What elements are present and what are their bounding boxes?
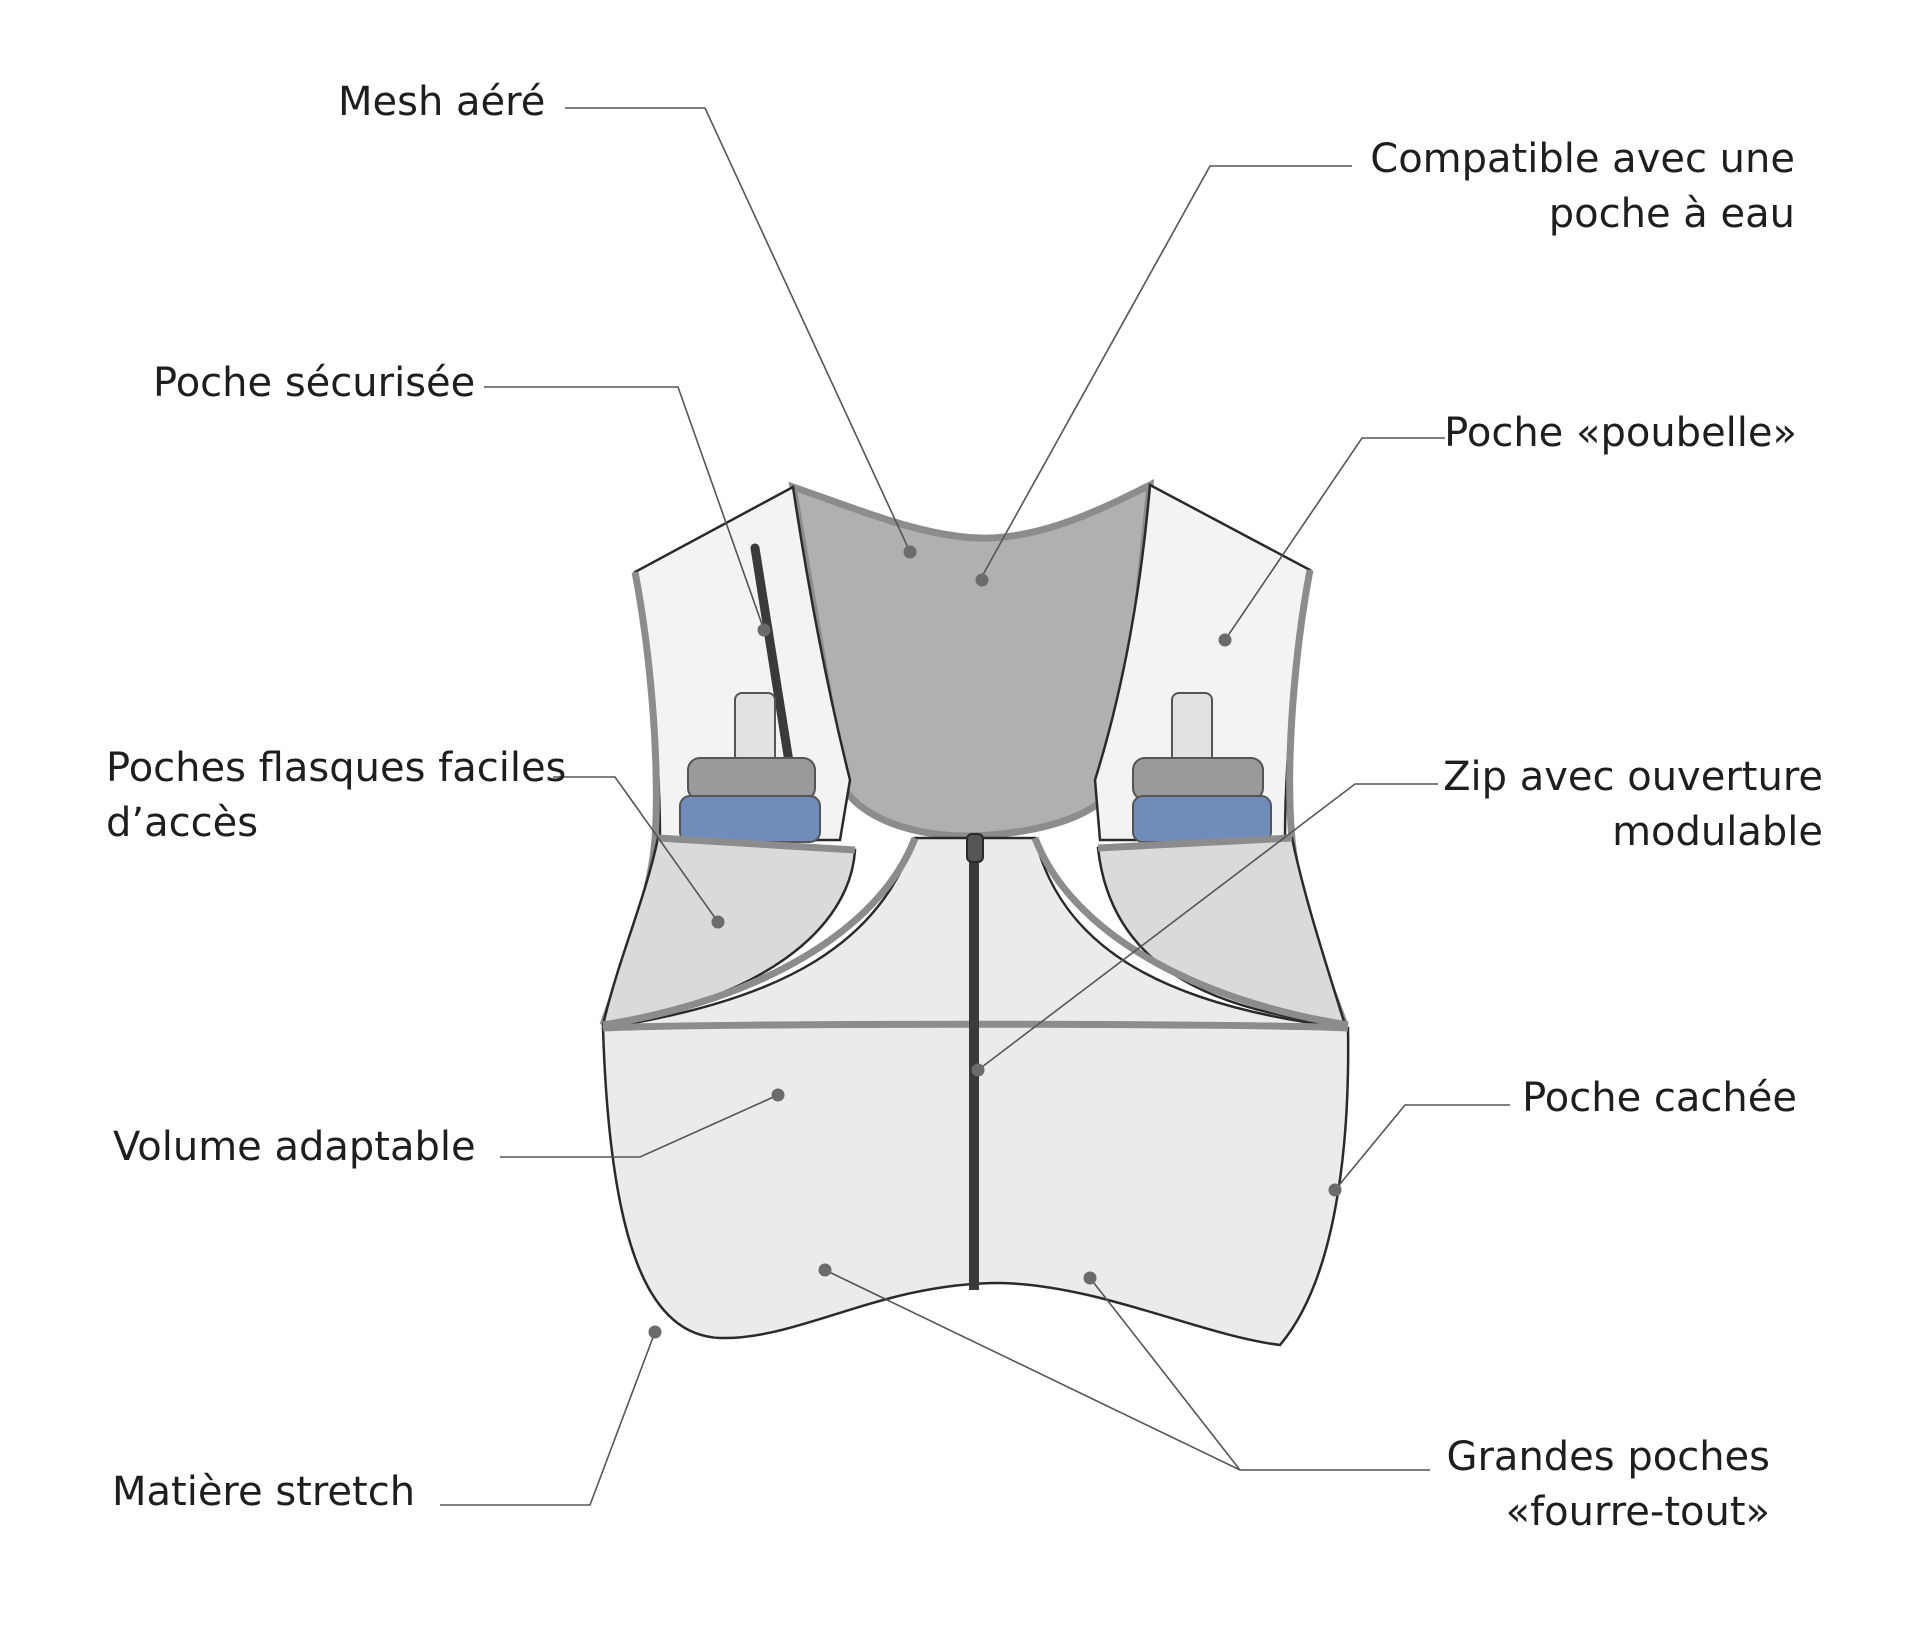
label-poche-cachee-text: Poche cachée: [1522, 1075, 1797, 1121]
label-flasques-line2: d’accès: [106, 800, 259, 846]
leader-poche-securisee: [484, 386, 765, 631]
leader-lines: [440, 107, 1510, 1506]
label-matiere: Matière stretch: [112, 1465, 415, 1520]
dot-mesh: [903, 545, 917, 559]
label-grandes-line2: «fourre-tout»: [1505, 1489, 1770, 1535]
dot-poche-cachee: [1328, 1183, 1342, 1197]
leader-mesh: [565, 107, 911, 553]
label-volume-text: Volume adaptable: [113, 1124, 476, 1170]
label-poche-eau-line1: Compatible avec une: [1370, 136, 1795, 182]
right-chest-strap: [1031, 836, 1349, 1029]
label-zip-line2: modulable: [1612, 809, 1823, 855]
label-grandes-line1: Grandes poches: [1446, 1434, 1770, 1480]
label-flasques-line1: Poches flasques faciles: [106, 745, 567, 791]
label-poche-poubelle-text: Poche «poubelle»: [1444, 410, 1797, 456]
dot-flasques: [711, 915, 725, 929]
label-poche-eau: Compatible avec une poche à eau: [1370, 132, 1795, 242]
leader-poche-poubelle: [1224, 437, 1445, 641]
label-zip: Zip avec ouverture modulable: [1443, 750, 1823, 860]
dot-poche-eau: [975, 573, 989, 587]
label-zip-line1: Zip avec ouverture: [1443, 754, 1823, 800]
leader-flasques: [553, 776, 719, 923]
leader-matiere: [440, 1331, 656, 1506]
label-mesh-text: Mesh aéré: [338, 79, 546, 125]
leader-poche-cachee: [1334, 1104, 1510, 1191]
label-volume: Volume adaptable: [113, 1120, 476, 1175]
dot-poche-poubelle: [1218, 633, 1232, 647]
zipper-pull: [966, 833, 984, 863]
dot-grandes-b: [1083, 1271, 1097, 1285]
label-flasques: Poches flasques faciles d’accès: [106, 741, 566, 851]
dot-zip: [971, 1063, 985, 1077]
label-poche-poubelle: Poche «poubelle»: [1444, 406, 1797, 461]
dot-matiere: [648, 1325, 662, 1339]
leader-volume: [500, 1094, 779, 1158]
dot-volume: [771, 1088, 785, 1102]
label-matiere-text: Matière stretch: [112, 1469, 416, 1515]
label-grandes-poches: Grandes poches «fourre-tout»: [1446, 1430, 1770, 1540]
label-poche-securisee: Poche sécurisée: [153, 356, 475, 411]
marker-dots: [648, 545, 1342, 1339]
label-mesh: Mesh aéré: [338, 75, 545, 130]
dot-poche-securisee: [757, 623, 771, 637]
leader-grandes-b: [1089, 1277, 1241, 1471]
label-poche-eau-line2: poche à eau: [1548, 191, 1795, 237]
label-poche-cachee: Poche cachée: [1522, 1071, 1797, 1126]
leader-poche-eau: [979, 165, 1352, 581]
pole-strap: [750, 543, 795, 773]
right-flask: [1132, 692, 1272, 843]
left-chest-strap: [602, 836, 919, 1029]
label-poche-securisee-text: Poche sécurisée: [153, 360, 476, 406]
dot-grandes-a: [818, 1263, 832, 1277]
leader-zip: [977, 783, 1438, 1071]
left-flask: [679, 692, 821, 843]
